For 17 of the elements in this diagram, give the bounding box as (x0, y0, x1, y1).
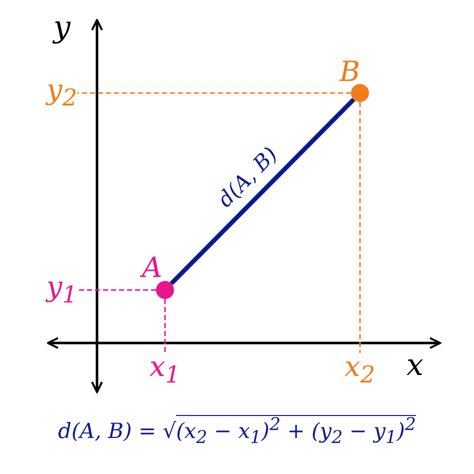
dashed-guide-line (78, 92, 351, 94)
x-coordinate-label: x$_{2}$ (344, 353, 376, 387)
point-marker (351, 84, 369, 102)
dashed-guide-line (164, 299, 166, 353)
y-coordinate-label: y$_{1}$ (46, 273, 78, 307)
dashed-guide-line (78, 289, 156, 291)
axis-label: x (406, 351, 424, 381)
y-coordinate-label: y$_{2}$ (46, 76, 78, 110)
axis-label: y (54, 13, 70, 43)
distance-formula: d(A, B) = √(x$_{2}$ − x$_{1}$)$^{2}$ + (y$_{2}$ − y$_{1}$)$^{2}$ (58, 416, 416, 448)
point-marker (156, 281, 174, 299)
x-coordinate-label: x$_{1}$ (150, 353, 180, 387)
point-label: B (340, 58, 360, 86)
edge-label: d(A, B) (214, 144, 282, 212)
dashed-guide-line (359, 102, 361, 353)
point-label: A (142, 254, 162, 282)
line-segment (170, 98, 356, 286)
